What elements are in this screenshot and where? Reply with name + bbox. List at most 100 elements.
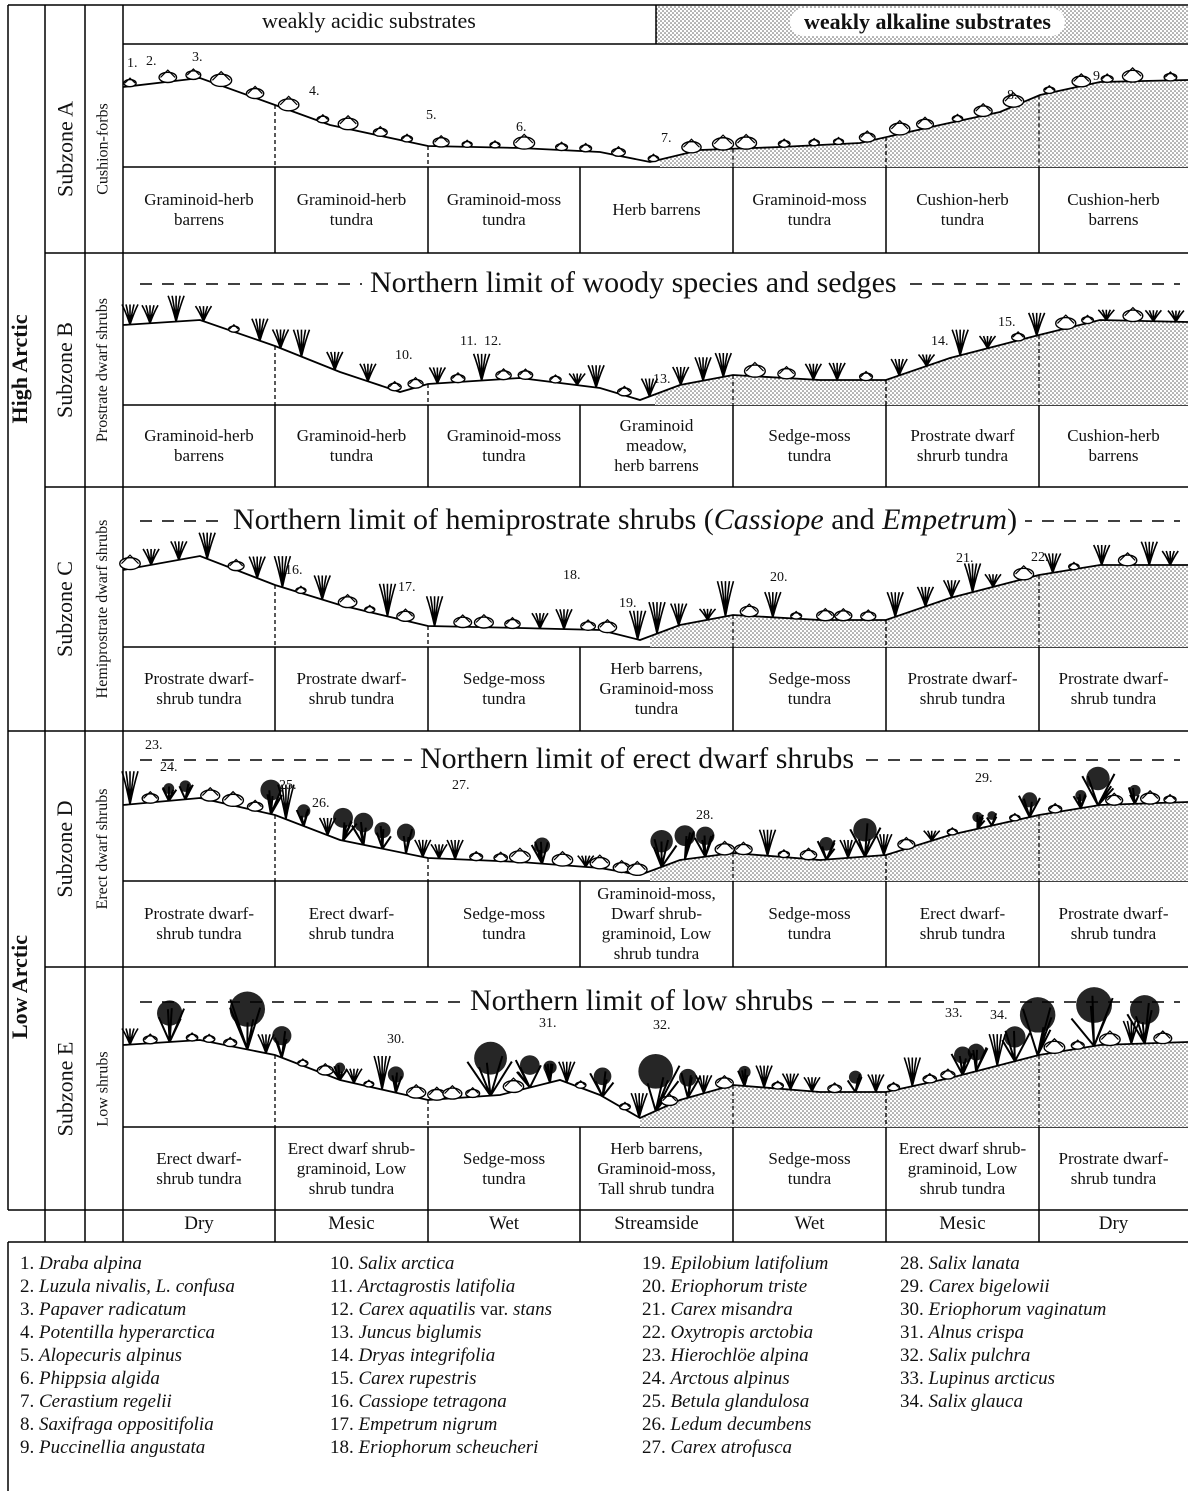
graminoid-mark xyxy=(716,580,735,617)
graminoid-mark xyxy=(313,575,331,600)
cushion-mark xyxy=(209,73,233,88)
graminoid-mark xyxy=(755,1065,773,1088)
graminoid-mark xyxy=(428,367,447,384)
cushion-mark xyxy=(466,1086,479,1094)
plot-number: 19. xyxy=(619,596,637,611)
graminoid-mark xyxy=(988,1033,1007,1066)
terrain-profile xyxy=(122,555,1188,641)
cushion-mark xyxy=(1082,314,1093,321)
plot-number: 26. xyxy=(312,796,330,811)
cushion-mark xyxy=(227,560,245,572)
moisture-label: Mesic xyxy=(939,1213,986,1234)
legend-entry: 27. Carex atrofusca xyxy=(642,1436,792,1459)
plot-number: 12. xyxy=(484,334,502,349)
cushion-mark xyxy=(1071,75,1092,88)
cushion-mark xyxy=(772,1080,783,1087)
graminoid-mark xyxy=(141,304,159,324)
plot-number: 6. xyxy=(516,120,527,135)
subzone-label: Subzone D xyxy=(52,800,77,898)
cushion-mark xyxy=(556,141,567,148)
graminoid-mark xyxy=(326,351,344,371)
graminoid-mark xyxy=(1140,541,1159,566)
graminoid-mark xyxy=(714,352,733,378)
cushion-mark xyxy=(799,849,818,861)
cushion-mark xyxy=(519,368,532,376)
vegetation-unit: Cushion-herb tundra xyxy=(916,190,1009,229)
vegetation-unit: Erect dwarf- shrub tundra xyxy=(919,904,1006,943)
legend-species: Papaver radicatum xyxy=(39,1299,187,1320)
cushion-mark xyxy=(1010,812,1020,819)
cushion-mark xyxy=(778,848,789,855)
cushion-mark xyxy=(713,134,733,145)
legend-number: 9. xyxy=(20,1437,35,1458)
legend-entry: 31. Alnus crispa xyxy=(900,1321,1024,1344)
shrub-mark xyxy=(1081,773,1116,807)
cushion-mark xyxy=(158,71,178,84)
legend-entry: 11. Arctagrostis latifolia xyxy=(330,1275,515,1298)
vegetation-unit: Cushion-herb barrens xyxy=(1067,426,1160,465)
subzone-label: Subzone E xyxy=(52,1041,77,1136)
cushion-mark xyxy=(428,1086,445,1096)
plot-number: 32. xyxy=(653,1018,671,1033)
graminoid-mark xyxy=(446,839,464,860)
shrub-mark xyxy=(157,1000,183,1026)
cushion-mark xyxy=(473,616,495,629)
legend-species: Draba alpina xyxy=(39,1253,142,1274)
shrub-mark xyxy=(402,828,414,854)
legend-number: 28. xyxy=(900,1253,924,1274)
cushion-mark xyxy=(888,122,911,136)
cushion-mark xyxy=(599,618,616,628)
cushion-mark xyxy=(716,840,734,850)
cushion-mark xyxy=(1119,551,1136,561)
legend-number: 30. xyxy=(900,1299,924,1320)
plot-number: 7. xyxy=(661,131,672,146)
terrain-profile xyxy=(122,797,1188,876)
legend-entry: 16. Cassiope tetragona xyxy=(330,1390,507,1413)
cushion-mark xyxy=(1055,316,1077,330)
cushion-mark xyxy=(454,614,471,623)
cushion-mark xyxy=(1123,66,1142,77)
graminoid-mark xyxy=(916,586,935,607)
graminoid-mark xyxy=(1027,312,1046,336)
shrub-mark xyxy=(543,1060,557,1074)
legend-number: 10. xyxy=(330,1253,354,1274)
legend-number: 3. xyxy=(20,1299,35,1320)
cushion-mark xyxy=(952,113,963,120)
plot-number: 14. xyxy=(931,334,949,349)
vegetation-unit: Sedge-moss tundra xyxy=(462,904,546,943)
northern-limit-label: Northern limit of erect dwarf shrubs xyxy=(412,742,863,776)
cushion-mark xyxy=(160,69,176,78)
graminoid-mark xyxy=(121,304,139,325)
cushion-mark xyxy=(200,789,221,802)
alkaline-soil-area xyxy=(640,1042,1188,1127)
cushion-mark xyxy=(828,1082,841,1090)
cushion-mark xyxy=(124,77,136,84)
plot-number: 10. xyxy=(395,348,413,363)
cushion-mark xyxy=(337,596,358,609)
legend-species: Betula glandulosa xyxy=(670,1391,810,1412)
vegetation-unit: Prostrate dwarf- shrub tundra xyxy=(1058,669,1169,708)
shrub-mark xyxy=(297,804,311,818)
graminoid-mark xyxy=(758,829,777,856)
shrub-mark xyxy=(693,834,715,858)
cushion-mark xyxy=(317,113,329,120)
cushion-mark xyxy=(469,852,484,862)
shrub-mark xyxy=(967,1043,985,1061)
cushion-mark xyxy=(816,609,835,622)
terrain-profile xyxy=(122,319,1188,401)
legend-species: Carex rupestris xyxy=(358,1368,477,1389)
northern-limit-text: Empetrum xyxy=(882,503,1008,536)
vegetation-unit: Cushion-herb barrens xyxy=(1067,190,1160,229)
alkaline-substrate-label: weakly alkaline substrates xyxy=(790,8,1065,36)
cushion-mark xyxy=(1122,309,1144,323)
cushion-mark xyxy=(504,1077,523,1087)
cushion-mark xyxy=(1043,1040,1066,1055)
cushion-mark xyxy=(450,373,466,384)
graminoid-mark xyxy=(378,583,397,617)
shrub-mark xyxy=(1004,1026,1026,1048)
growth-form-label: Hemiprostrate dwarf shrubs xyxy=(94,519,111,699)
cushion-mark xyxy=(223,1038,238,1048)
cushion-mark xyxy=(947,826,957,833)
legend-entry: 8. Saxifraga oppositifolia xyxy=(20,1413,214,1436)
cushion-mark xyxy=(1154,1030,1171,1039)
